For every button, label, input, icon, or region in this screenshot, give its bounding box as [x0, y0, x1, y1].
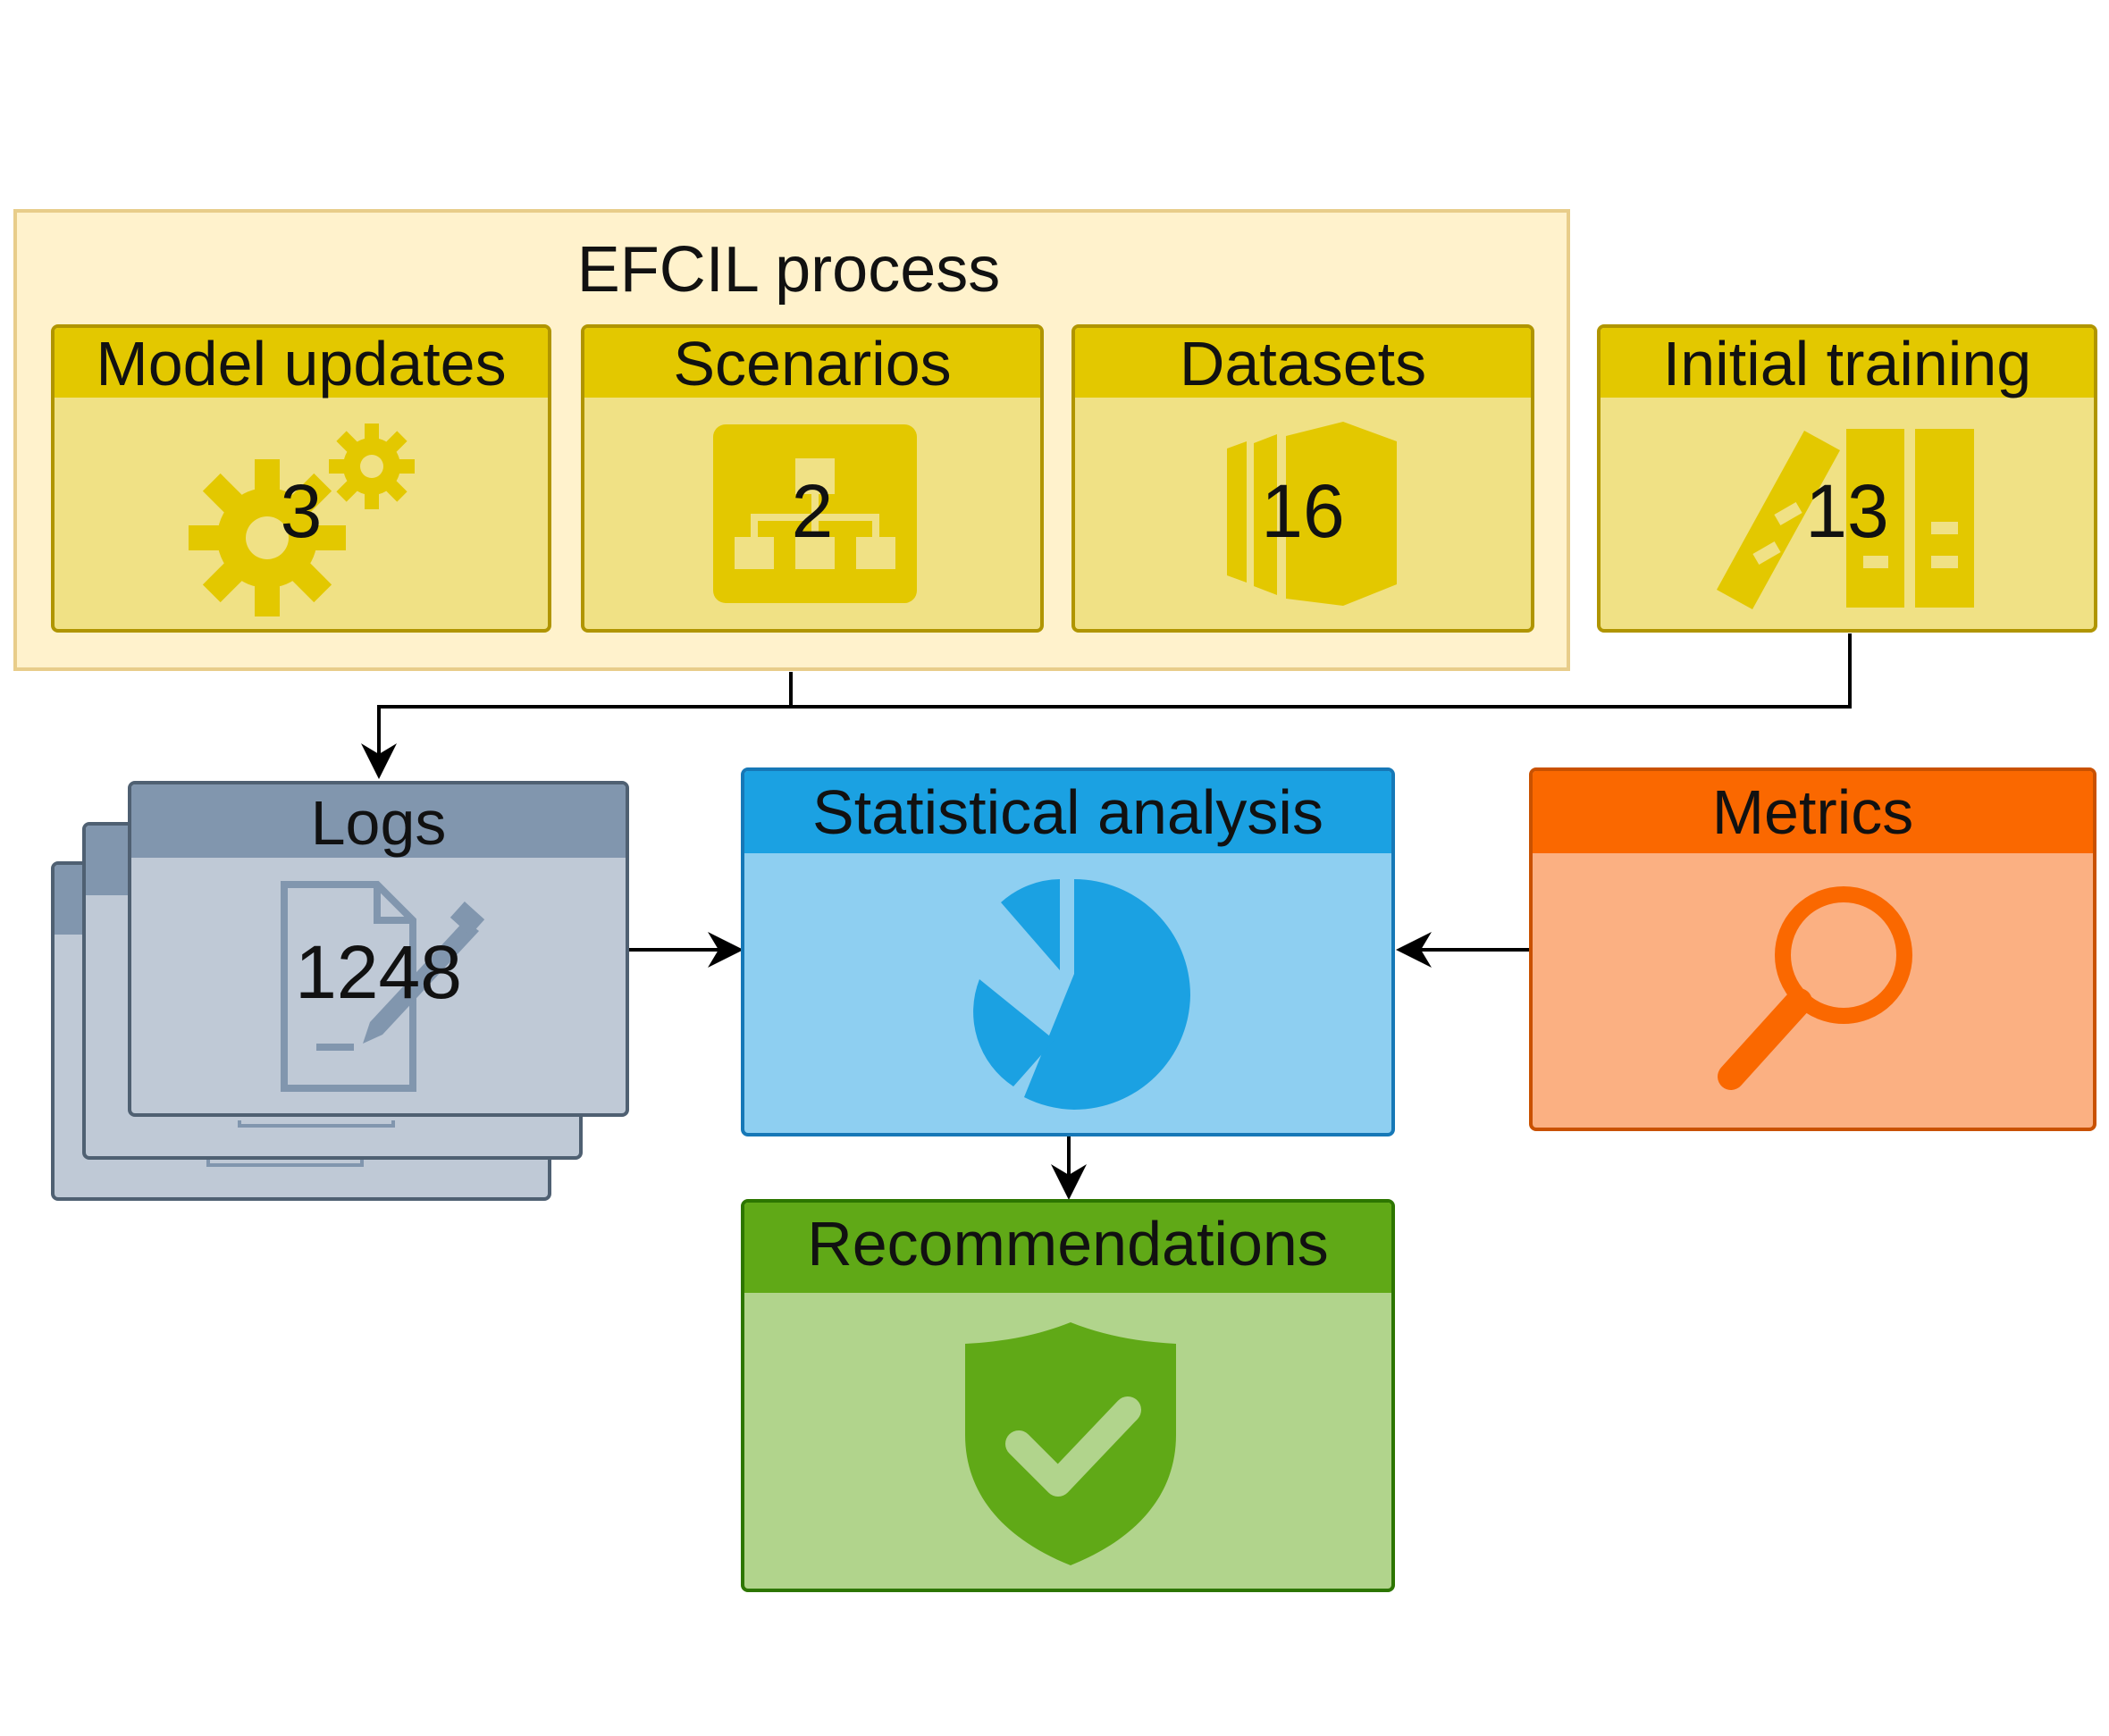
- statistical-analysis-header: [744, 771, 1391, 853]
- document-edit-icon: [279, 879, 493, 1094]
- shield-check-icon: [963, 1319, 1178, 1569]
- initial-training-title: Initial training: [1662, 329, 2032, 398]
- edge-initial-training-to-logs: [791, 633, 1852, 709]
- statistical-analysis-title: Statistical analysis: [812, 777, 1323, 847]
- recommendations-title: Recommendations: [807, 1209, 1329, 1279]
- initial-training-card[interactable]: Initial training 13: [1597, 324, 2097, 633]
- recommendations-header: [744, 1203, 1391, 1293]
- logs-stack-back-line: [206, 1160, 364, 1167]
- dataset-stack-icon: [1218, 422, 1397, 609]
- logs-header: [131, 784, 626, 858]
- efcil-process-title: EFCIL process: [576, 234, 1001, 306]
- metrics-card[interactable]: Metrics: [1529, 767, 2096, 1131]
- datasets-title: Datasets: [1179, 329, 1427, 398]
- metrics-header: [1533, 771, 2093, 853]
- recommendations-card[interactable]: Recommendations: [741, 1199, 1395, 1592]
- model-updates-title: Model updates: [96, 329, 507, 398]
- initial-training-header: [1601, 328, 2094, 398]
- pie-chart-icon: [949, 874, 1195, 1115]
- initial-training-count: 13: [1805, 469, 1889, 553]
- scenarios-header: [584, 328, 1040, 398]
- logs-card[interactable]: Logs 1248: [128, 781, 629, 1117]
- scenarios-card[interactable]: Scenarios 2: [581, 324, 1044, 633]
- scenarios-count: 2: [791, 469, 834, 553]
- logs-stack-middle-line: [238, 1120, 395, 1128]
- model-updates-card[interactable]: Model updates: [51, 324, 551, 633]
- logs-count: 1248: [295, 930, 462, 1014]
- magnifier-icon: [1711, 878, 1926, 1102]
- gears-icon: [189, 413, 421, 618]
- model-updates-count: 3: [280, 469, 323, 553]
- binders-icon: [1717, 422, 1985, 623]
- datasets-card[interactable]: Datasets 16: [1071, 324, 1534, 633]
- edge-process-to-logs: [361, 672, 793, 779]
- scenarios-title: Scenarios: [673, 329, 952, 398]
- datasets-count: 16: [1261, 469, 1345, 553]
- model-updates-header: [55, 328, 548, 398]
- logs-title: Logs: [310, 788, 447, 858]
- statistical-analysis-card[interactable]: Statistical analysis: [741, 767, 1395, 1136]
- datasets-header: [1075, 328, 1531, 398]
- hierarchy-icon: [713, 424, 917, 603]
- metrics-title: Metrics: [1711, 777, 1914, 847]
